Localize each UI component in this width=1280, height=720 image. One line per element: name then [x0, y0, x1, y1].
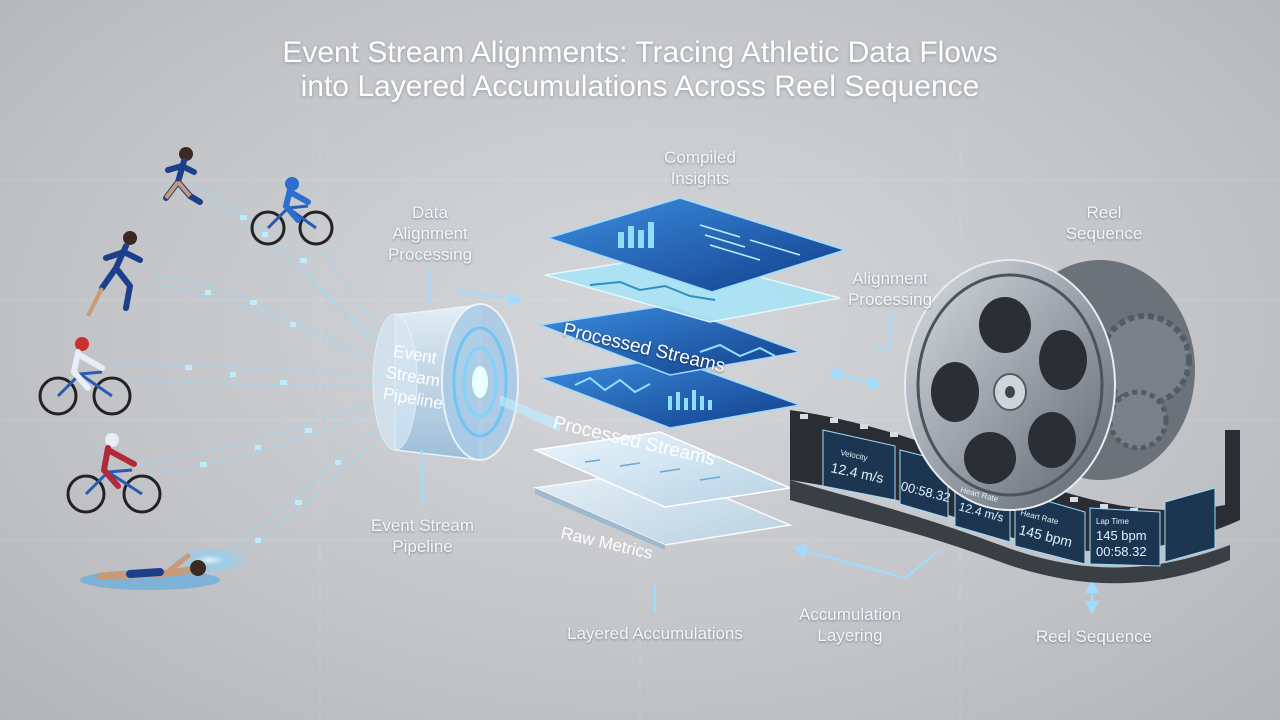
athlete-runner-1	[163, 147, 203, 205]
film-frame-5	[1089, 507, 1161, 567]
label-reel-sequence-top-line-1: Reel	[1086, 203, 1122, 222]
pipeline-label: Event Stream Pipeline	[382, 341, 445, 413]
label-compiled-insights: Compiled Insights	[630, 147, 770, 189]
label-event-stream-pipeline-line-1: Event Stream	[371, 516, 474, 535]
athlete-cyclist-1	[250, 177, 334, 246]
label-data-alignment-line-1: Data	[412, 203, 448, 222]
frame-5-time: 00:58.32	[1096, 544, 1147, 559]
athlete-runner-2	[86, 231, 143, 317]
layer-compiled-insights	[545, 197, 848, 293]
label-alignment-processing-line-1: Alignment	[852, 269, 928, 288]
data-particles	[185, 215, 341, 543]
film-frame-4	[1014, 491, 1086, 565]
athlete-cyclist-3	[66, 433, 162, 514]
layer-blue-chart	[537, 357, 803, 429]
label-data-alignment-processing: Data Alignment Processing	[360, 202, 500, 265]
label-alignment-processing-line-2: Processing	[847, 290, 933, 309]
label-reel-sequence-top: Reel Sequence	[1034, 202, 1174, 244]
film-reel	[904, 259, 1195, 511]
label-accumulation-layering: Accumulation Layering	[770, 604, 930, 646]
label-compiled-insights-line-2: Insights	[670, 169, 730, 188]
label-reel-sequence-top-line-2: Sequence	[1065, 224, 1143, 243]
layer-processed-upper	[537, 304, 803, 376]
film-frame-1	[822, 429, 896, 501]
film-frame-6	[1164, 487, 1216, 563]
athlete-cyclist-2	[38, 337, 132, 416]
event-stream-pipeline	[372, 303, 519, 461]
label-compiled-insights-line-1: Compiled	[664, 148, 736, 167]
frame-5-title: Lap Time	[1096, 517, 1129, 526]
label-accumulation-layering-line-2: Layering	[817, 626, 883, 645]
leader-lines	[421, 268, 891, 612]
label-reel-sequence-bottom: Reel Sequence	[1035, 627, 1153, 646]
label-data-alignment-line-2: Alignment	[392, 224, 468, 243]
diagram-title-line-1: Event Stream Alignments: Tracing Athleti…	[282, 36, 998, 69]
pipeline-output-beam	[500, 395, 560, 432]
label-alignment-processing: Alignment Processing	[820, 268, 960, 310]
frame-5-value: 145 bpm	[1096, 528, 1147, 543]
diagram-title-line-2: into Layered Accumulations Across Reel S…	[300, 70, 980, 103]
label-event-stream-pipeline-line-2: Pipeline	[392, 537, 453, 556]
athlete-swimmer	[80, 553, 220, 590]
label-data-alignment-line-3: Processing	[387, 245, 473, 264]
label-event-stream-pipeline: Event Stream Pipeline	[350, 515, 495, 557]
label-layered-accumulations: Layered Accumulations	[567, 624, 743, 643]
flow-arrows	[459, 286, 1099, 615]
label-accumulation-layering-line-1: Accumulation	[798, 605, 902, 624]
